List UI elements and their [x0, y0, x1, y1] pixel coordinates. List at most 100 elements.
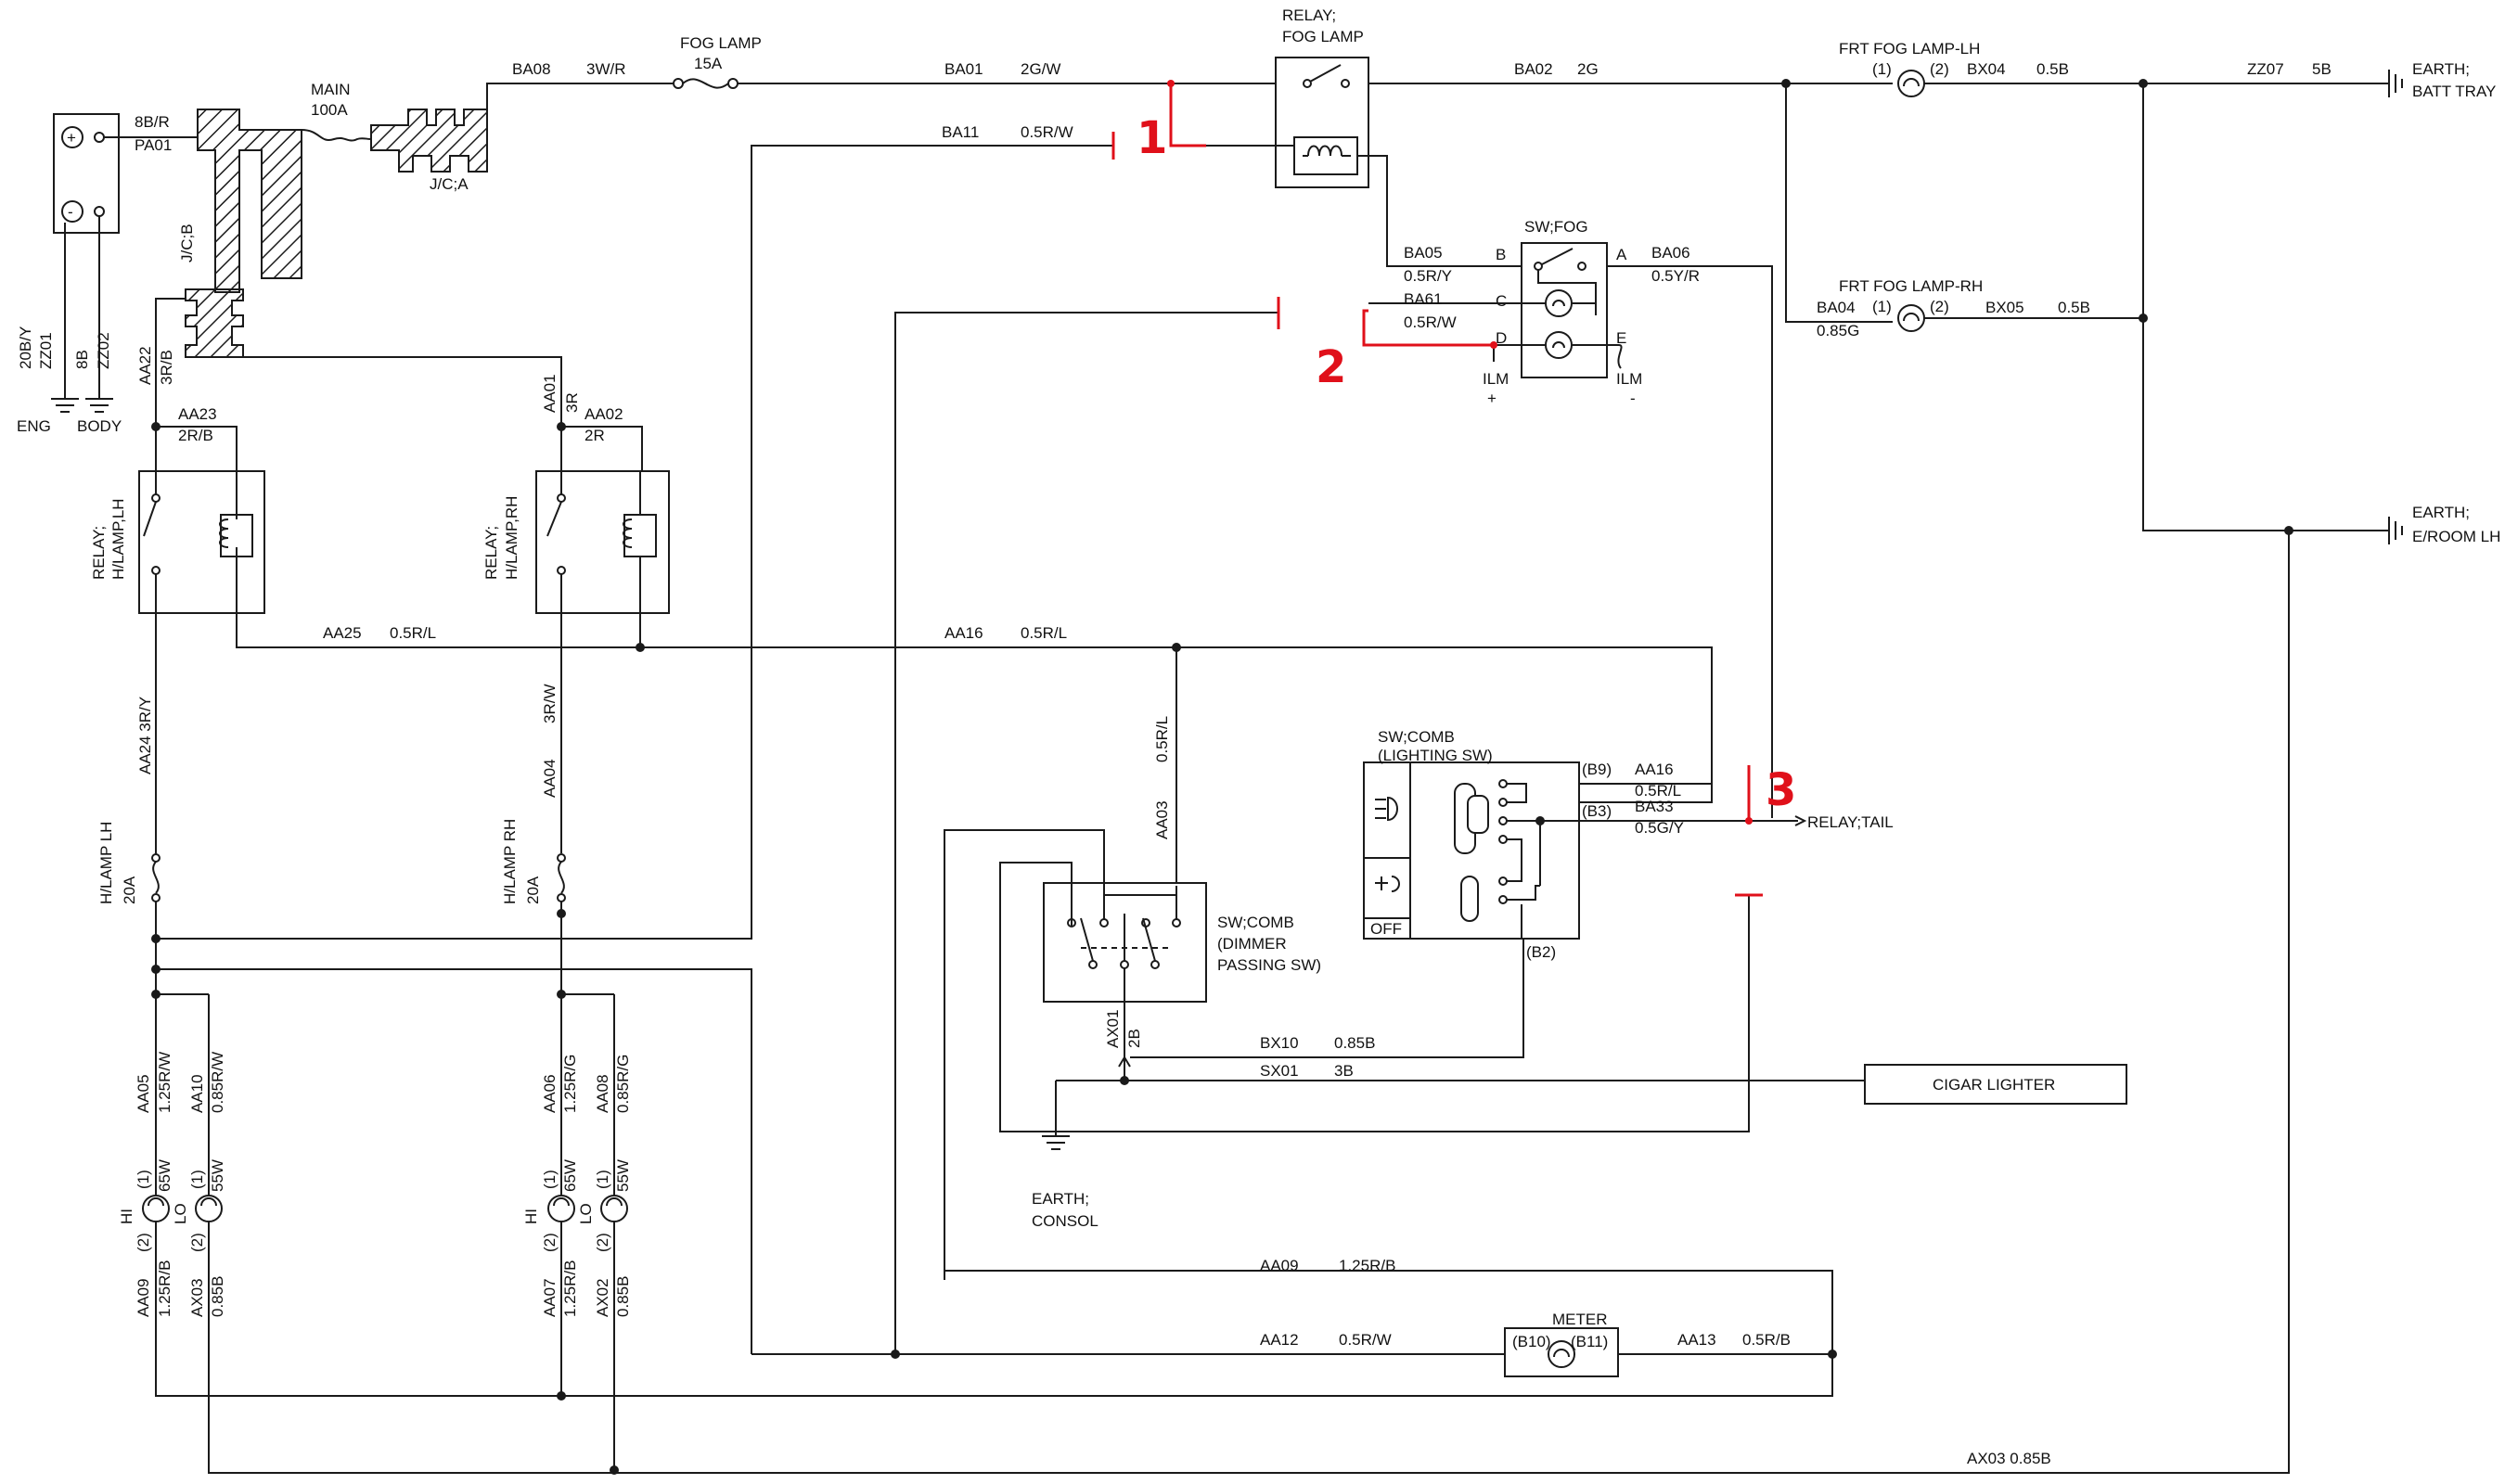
label-junction-jcb: J/C;B	[178, 224, 196, 262]
label-cigar: CIGAR LIGHTER	[1933, 1076, 2055, 1094]
label-relay_fog-line1: RELAY;	[1282, 6, 1336, 24]
fog-lamp-lh: FRT FOG LAMP-LH (1) (2)	[1839, 40, 1980, 97]
label-wires-aa05: AA05	[135, 1074, 152, 1113]
label-relay_fog-line2: FOG LAMP	[1282, 28, 1364, 45]
label-lamps-p1: (1)	[188, 1170, 206, 1189]
label-wires-aa13c: 0.5R/B	[1742, 1331, 1791, 1349]
label-sw_fog-ilm_minus: ILM	[1616, 370, 1642, 388]
label-wires-aa08: AA08	[594, 1074, 611, 1113]
relay-fog-lamp: RELAY; FOG LAMP	[1275, 6, 1369, 188]
label-battery-gnd1_code: 20B/Y	[17, 326, 34, 369]
label-wires-aa07: AA07	[541, 1278, 559, 1317]
label-wires-bx05: BX05	[1985, 299, 2024, 316]
label-battery-gnd2_code: 8B	[73, 350, 91, 369]
label-wires-bx04c: 0.5B	[2036, 60, 2069, 78]
label-earth_batt-l2: BATT TRAY	[2412, 83, 2496, 100]
label-sw_dimmer-l1: SW;COMB	[1217, 914, 1294, 931]
label-sw_fog-plus: +	[1487, 390, 1497, 407]
label-battery-gnd1_id: ZZ01	[37, 332, 55, 369]
label-wires-aa08c: 0.85R/G	[614, 1055, 632, 1113]
label-wires-ba08c: 3W/R	[586, 60, 626, 78]
label-lamps-p2: (2)	[594, 1233, 611, 1252]
label-relay_hl_lh-l2: H/LAMP,LH	[109, 498, 127, 580]
label-junction-main_rating: 100A	[311, 101, 348, 119]
label-sw_fog-ilm_plus: ILM	[1483, 370, 1509, 388]
label-battery-minus: -	[68, 203, 73, 221]
label-sw_fog-name: SW;FOG	[1524, 218, 1588, 236]
label-wires-aa02c: 2R	[584, 427, 605, 444]
label-wires-ax01c: 2B	[1125, 1029, 1143, 1048]
meter: METER (B10) (B11)	[1504, 1311, 1619, 1377]
label-earth_consol-l2: CONSOL	[1032, 1212, 1098, 1230]
label-meter-b11: (B11)	[1571, 1333, 1608, 1350]
label-earth_consol-l1: EARTH;	[1032, 1190, 1089, 1208]
label-wires-aa25: AA25	[323, 624, 362, 642]
label-wires-ba01: BA01	[944, 60, 983, 78]
label-wires-ax02: AX02	[594, 1278, 611, 1317]
label-wires-aa01: AA01	[541, 374, 559, 413]
label-wires-aa05c: 1.25R/W	[156, 1052, 173, 1113]
label-fog_rh-name: FRT FOG LAMP-RH	[1839, 277, 1983, 295]
label-wires-ba08: BA08	[512, 60, 551, 78]
label-wires-aa01c: 3R	[563, 392, 581, 413]
label-wires-ba01c: 2G/W	[1021, 60, 1060, 78]
fog-lamp-rh: FRT FOG LAMP-RH (1) (2)	[1839, 277, 1983, 332]
label-battery-gnd1_label: ENG	[17, 417, 51, 435]
label-wires-ba04c: 0.85G	[1817, 322, 1859, 339]
label-sw_light-off: OFF	[1370, 920, 1402, 938]
label-wires-aa22: AA22	[136, 346, 154, 385]
cigar-lighter: CIGAR LIGHTER	[1864, 1064, 2127, 1105]
label-lamps-rh_hi_w: 65W	[561, 1159, 579, 1192]
label-wires-zz07c: 5B	[2312, 60, 2332, 78]
label-lamps-p2: (2)	[188, 1233, 206, 1252]
label-sw_fog-pin_e: E	[1616, 329, 1626, 347]
switch-dimmer-passing: SW;COMB (DIMMER PASSING SW)	[1043, 882, 1321, 1003]
label-sw_fog-pin_b: B	[1496, 246, 1506, 263]
label-wires-aa09c: 1.25R/B	[156, 1260, 173, 1317]
label-wires-aa04: AA04	[541, 759, 559, 798]
label-fog_lh-pin2: (2)	[1930, 60, 1949, 78]
label-junction-main_fuse: MAIN	[311, 81, 351, 98]
label-markers-m2: 2	[1316, 341, 1346, 393]
label-wires-ba33c: 0.5G/Y	[1635, 819, 1684, 837]
label-wires-ba11: BA11	[942, 123, 979, 141]
switch-fog: SW;FOG B C D A E	[1496, 218, 1627, 378]
label-wires-aa10: AA10	[188, 1074, 206, 1113]
label-relay_hl_rh-l2: H/LAMP,RH	[503, 496, 520, 580]
label-lamps-lh_hi_w: 65W	[156, 1159, 173, 1192]
label-wires-aa16bc: 0.5R/L	[1635, 782, 1681, 800]
label-lamps-p1: (1)	[541, 1170, 559, 1189]
label-wires-aa02: AA02	[584, 405, 623, 423]
label-sw_light-b3: (B3)	[1582, 802, 1612, 820]
label-lamps-p1: (1)	[594, 1170, 611, 1189]
label-battery-wire1_code: 8B/R	[135, 113, 170, 131]
label-wires-aa24: AA24 3R/Y	[136, 697, 154, 774]
label-wires-bx10: BX10	[1260, 1034, 1299, 1052]
label-battery-wire1_id: PA01	[135, 136, 172, 154]
headlamp-fuse-lh: H/LAMP LH 20A	[97, 822, 161, 904]
label-wires-ax03c: 0.85B	[209, 1276, 226, 1317]
label-lamps-p1: (1)	[135, 1170, 152, 1189]
label-sw_fog-pin_a: A	[1616, 246, 1627, 263]
label-wires-ba05: BA05	[1404, 244, 1443, 262]
label-sw_fog-pin_d: D	[1496, 329, 1507, 347]
label-battery-plus: +	[67, 129, 76, 147]
label-wires-aa07c: 1.25R/B	[561, 1260, 579, 1317]
label-lamps-lh_lo: LO	[172, 1203, 189, 1224]
label-fuse_lh-name: H/LAMP LH	[97, 822, 115, 904]
label-wires-aa03c: 0.5R/L	[1153, 716, 1171, 762]
label-wires-ba04: BA04	[1817, 299, 1856, 316]
label-wires-ax02c: 0.85B	[614, 1276, 632, 1317]
label-fuse_rh-name: H/LAMP RH	[501, 819, 519, 904]
label-wires-aa12c: 0.5R/W	[1339, 1331, 1392, 1349]
label-wires-zz07: ZZ07	[2247, 60, 2284, 78]
label-wires-aa16c: 0.5R/L	[1021, 624, 1067, 642]
label-lamps-rh_hi: HI	[522, 1209, 540, 1224]
label-fog_rh-pin1: (1)	[1872, 298, 1892, 315]
label-wires-ba06: BA06	[1651, 244, 1690, 262]
label-wires-ba06c: 0.5Y/R	[1651, 267, 1700, 285]
earth-batt-tray: EARTH; BATT TRAY	[2388, 60, 2496, 100]
label-markers-m3: 3	[1766, 764, 1796, 816]
label-fog_fuse-name: FOG LAMP	[680, 34, 762, 52]
